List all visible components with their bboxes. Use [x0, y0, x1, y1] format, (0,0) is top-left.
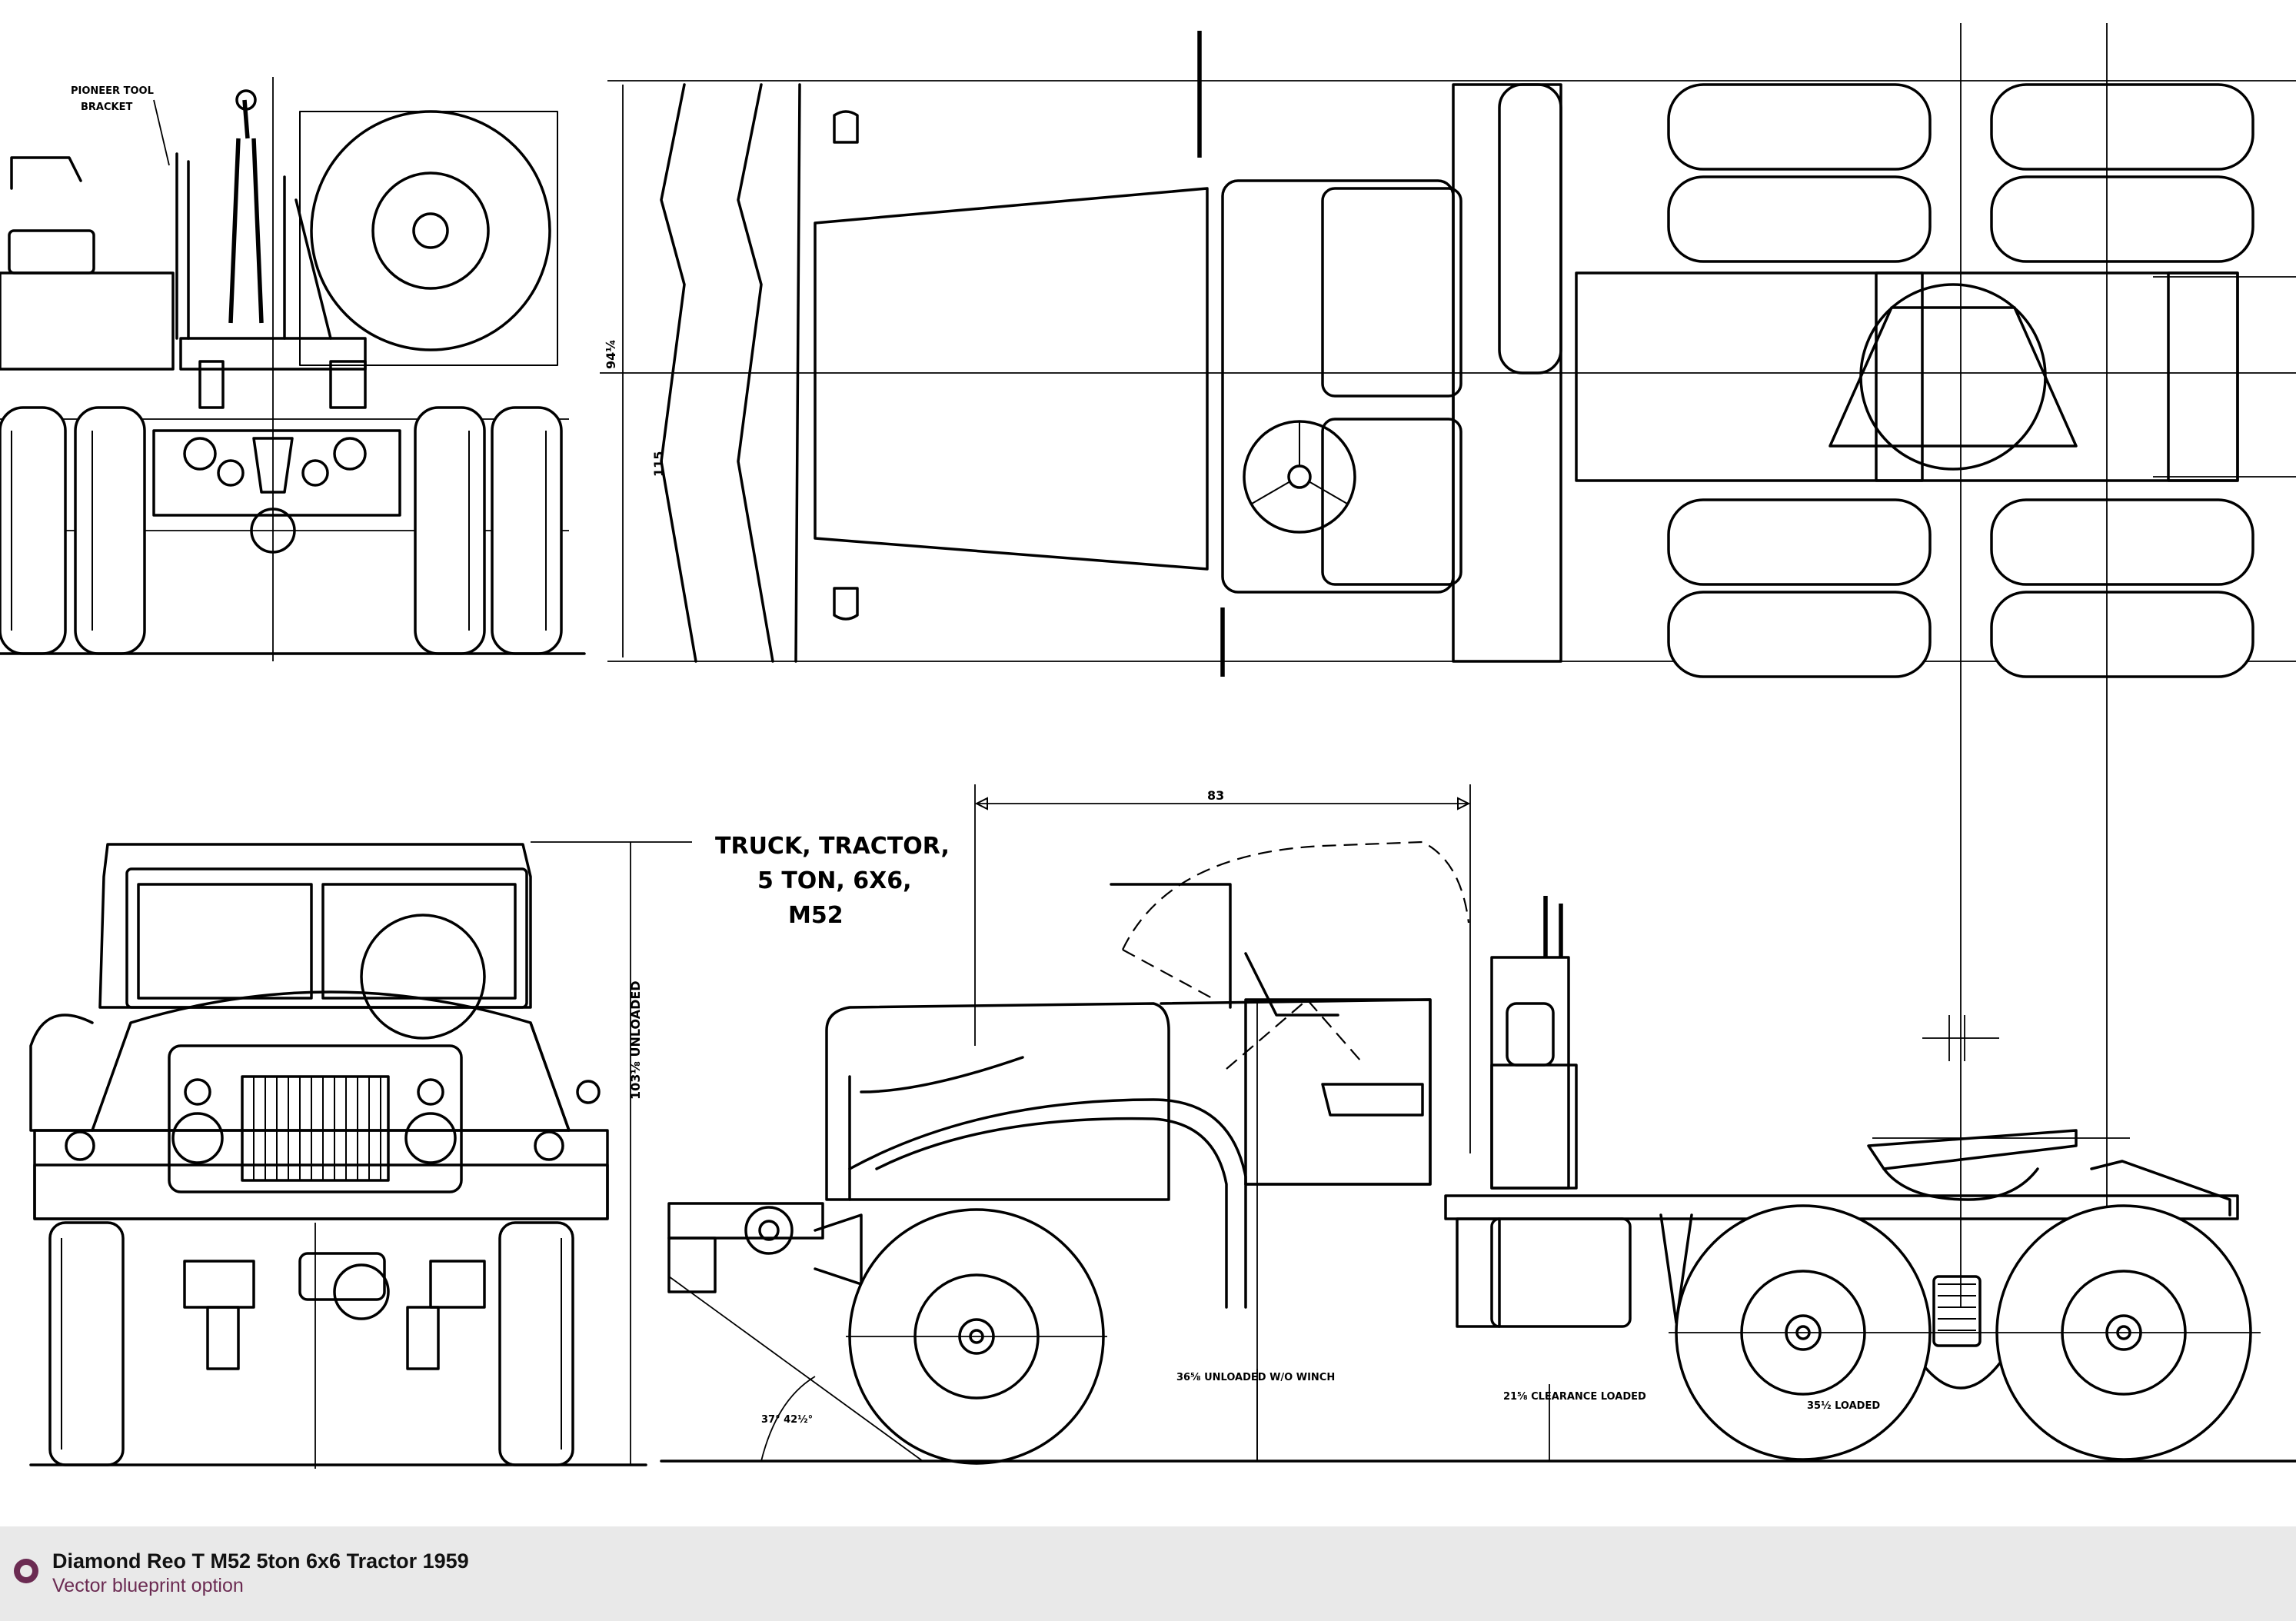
front-view: 103⅛ UNLOADED [29, 841, 692, 1469]
annotation-clearance: 21⅝ CLEARANCE LOADED [1503, 1391, 1646, 1403]
drawing-title-line-1: TRUCK, TRACTOR, [715, 833, 950, 860]
annotation-loaded: 35½ LOADED [1807, 1400, 1880, 1412]
annotation-height: 103⅛ UNLOADED [628, 980, 643, 1100]
annotation-pioneer-tool-bracket-2: BRACKET [81, 102, 132, 113]
annotation-angle: 37° 42½° [761, 1414, 813, 1426]
circle-ring-icon [14, 1559, 38, 1583]
annotation-pioneer-tool-bracket-1: PIONEER TOOL [71, 85, 154, 97]
blueprint-drawing: PIONEER TOOL BRACKET 94¼ 115 [0, 23, 2296, 1469]
rear-view: PIONEER TOOL BRACKET [0, 77, 586, 661]
blueprint-title: Diamond Reo T M52 5ton 6x6 Tractor 1959 [52, 1549, 469, 1573]
annotation-unloaded: 36⅝ UNLOADED W/O WINCH [1176, 1372, 1335, 1383]
top-view: 94¼ 115 [600, 23, 2296, 1407]
side-view: TRUCK, TRACTOR, 5 TON, 6X6, M52 83 [660, 784, 2296, 1465]
blueprint-subtitle[interactable]: Vector blueprint option [52, 1575, 244, 1596]
drawing-title-line-2: 5 TON, 6X6, [757, 867, 912, 894]
caption-bar: Diamond Reo T M52 5ton 6x6 Tractor 1959 … [0, 1526, 2296, 1621]
grille-bars [253, 1077, 381, 1180]
annotation-width: 94¼ [604, 339, 618, 369]
annotation-83: 83 [1207, 788, 1224, 803]
drawing-title-line-3: M52 [788, 902, 844, 929]
